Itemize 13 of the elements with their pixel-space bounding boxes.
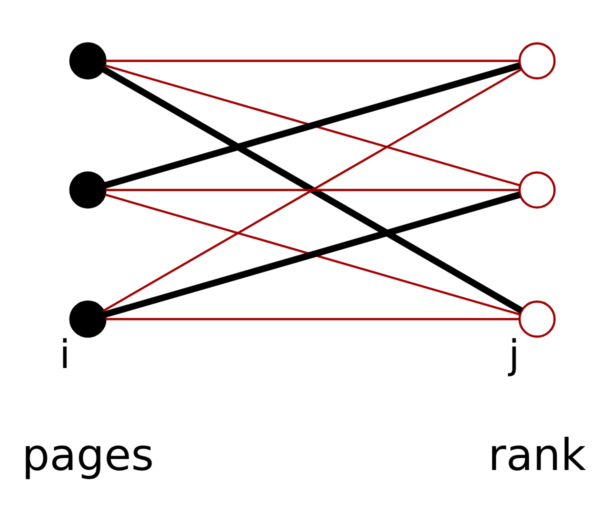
node-circle bbox=[69, 42, 106, 80]
node-label: i bbox=[59, 332, 70, 378]
node-circle bbox=[69, 300, 106, 338]
node-circle bbox=[518, 42, 556, 80]
node-label: j bbox=[508, 332, 520, 378]
node-circle bbox=[518, 300, 556, 338]
node-circle bbox=[518, 171, 556, 209]
connector bbox=[105, 60, 520, 62]
label: pages bbox=[22, 430, 154, 482]
label: rank bbox=[488, 430, 586, 482]
connector bbox=[105, 318, 520, 320]
connector bbox=[105, 188, 520, 192]
node-circle bbox=[69, 171, 106, 209]
